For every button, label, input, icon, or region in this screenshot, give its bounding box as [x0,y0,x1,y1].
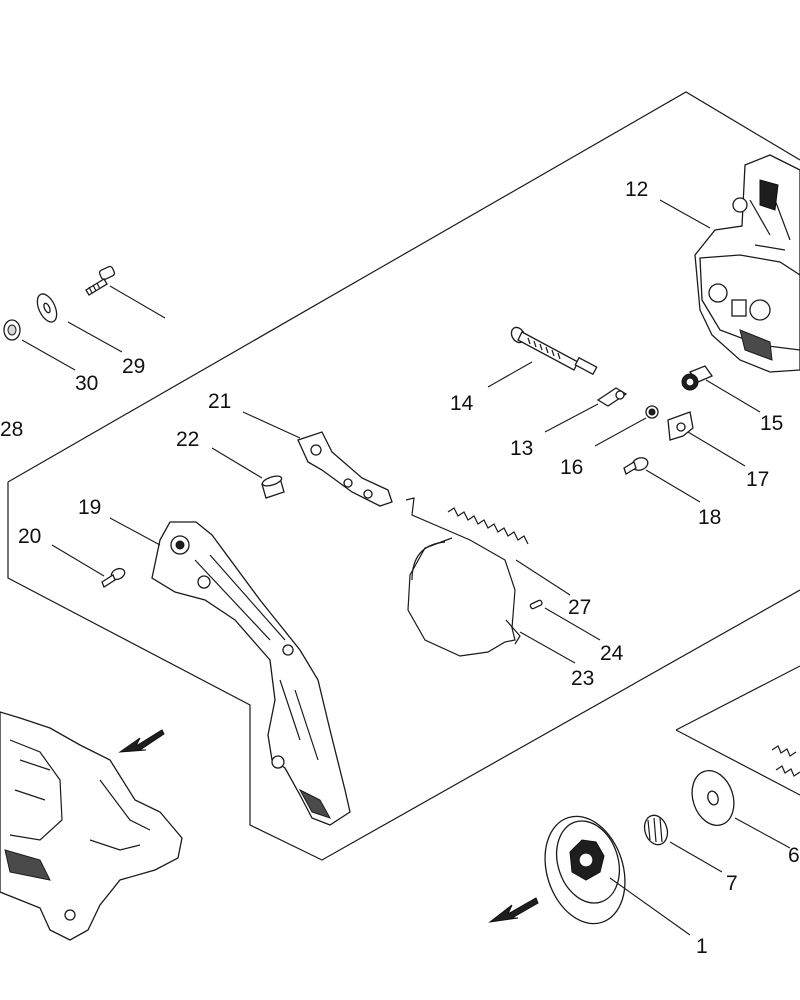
lever-link-part [297,431,393,507]
callout-24: 27 [568,596,591,619]
callout-labels: 12 14 13 15 16 17 18 19 20 21 22 23 24 2… [0,178,800,958]
bushing-part [261,475,285,499]
callout-20: 21 [208,390,231,413]
hand-guard-part [151,521,351,826]
callout-15: 16 [560,456,583,479]
callout-18: 19 [78,496,101,519]
brake-band-part [405,497,521,657]
callout-23: 24 [600,642,624,665]
callout-12: 13 [510,437,533,460]
housing-part [694,154,800,373]
adjuster-screw-part [510,326,598,376]
callout-1: 1 [696,935,708,958]
washer-part [36,293,58,323]
callout-22: 23 [571,667,594,690]
spring-part [447,507,529,545]
nut-part [645,405,659,419]
callout-21: 22 [176,428,199,451]
group-boundary-lower [675,665,800,796]
callout-13: 14 [450,392,474,415]
screw-part-17 [623,457,649,475]
crankcase-part [0,711,183,941]
callout-14: 15 [760,412,783,435]
callout-17: 18 [698,506,721,529]
callout-6: 6 [788,844,800,867]
callout-11: 12 [625,178,648,201]
clutch-washer-part [691,770,735,826]
leader-lines [21,199,791,936]
needle-bearing-part [643,814,669,846]
group-boundary [7,91,800,861]
clutch-spring-parts [771,745,800,777]
adjuster-nut-part [596,387,628,407]
spacer-part [3,319,21,341]
callout-28: 29 [122,355,145,378]
bracket-part [667,411,694,441]
clutch-drum-part [544,815,626,925]
assembly-arrow-bottom [488,897,539,923]
screw-part-19 [101,567,126,588]
callout-16: 17 [746,468,769,491]
oil-pump-gear-part [681,365,713,391]
callout-29: 30 [75,372,98,395]
callout-7: 7 [726,872,738,895]
callout-27: 28 [0,418,23,441]
callout-19: 20 [18,525,41,548]
assembly-arrow-left [118,729,165,753]
bolt-part [85,265,116,296]
pin-part [529,599,543,610]
